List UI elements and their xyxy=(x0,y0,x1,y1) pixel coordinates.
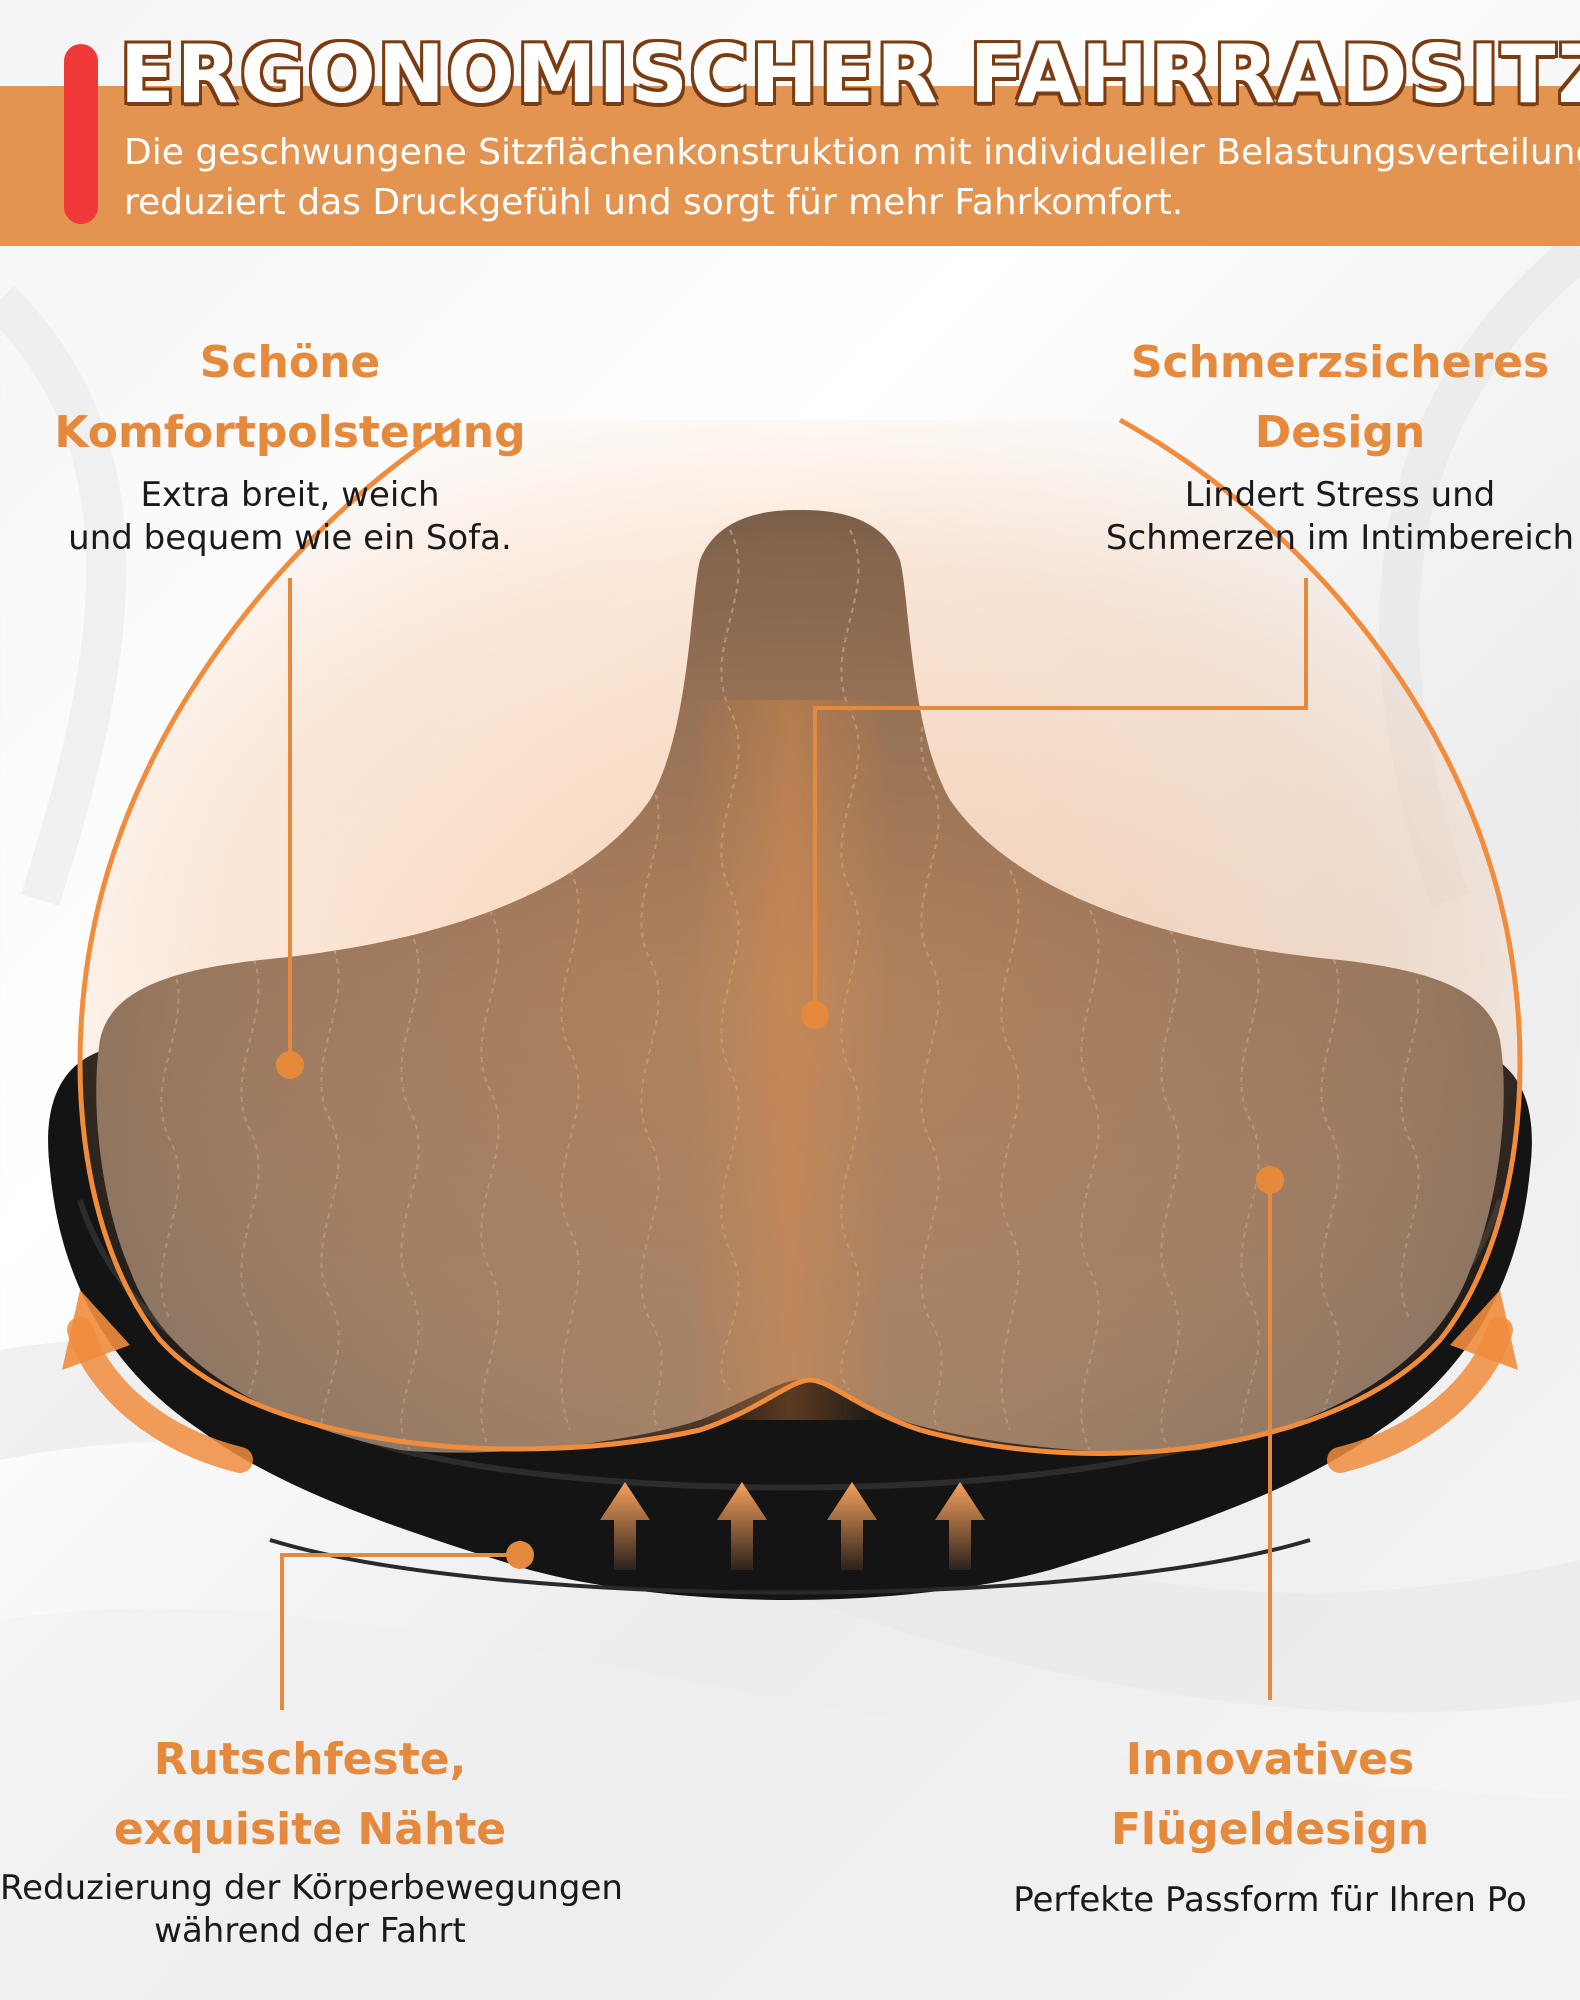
header-band xyxy=(0,86,1580,246)
page-title: ERGONOMISCHER FAHRRADSITZ xyxy=(120,28,1580,121)
feature-heading-line: Design xyxy=(1254,407,1426,458)
feature-heading-line: Schöne xyxy=(199,337,381,388)
feature-heading-line: Schmerzsicheres xyxy=(1130,337,1550,388)
feature-heading-line: Flügeldesign xyxy=(1110,1804,1430,1855)
feature-text-line: Perfekte Passform für Ihren Po xyxy=(1013,1880,1527,1920)
feature-non-slip-seams: Rutschfeste, exquisite Nähte Reduzierung… xyxy=(0,1725,623,1953)
feature-heading-line: exquisite Nähte xyxy=(113,1804,507,1855)
feature-description: Lindert Stress und Schmerzen im Intimber… xyxy=(1080,474,1580,560)
feature-description: Reduzierung der Körperbewegungen während… xyxy=(0,1867,623,1953)
page-subtitle: Die geschwungene Sitzflächenkonstruktion… xyxy=(124,128,1580,228)
feature-heading: Schöne Komfortpolsterung xyxy=(30,328,550,468)
feature-text-line: Reduzierung der Körperbewegungen xyxy=(0,1868,623,1908)
feature-heading: Schmerzsicheres Design xyxy=(1080,328,1580,468)
feature-text-line: Schmerzen im Intimbereich xyxy=(1105,518,1575,558)
feature-text-line: Lindert Stress und xyxy=(1184,475,1496,515)
feature-heading-line: Komfortpolsterung xyxy=(54,407,526,458)
feature-pain-free-design: Schmerzsicheres Design Lindert Stress un… xyxy=(1080,328,1580,560)
feature-heading: Innovatives Flügeldesign xyxy=(960,1725,1580,1865)
feature-heading-line: Innovatives xyxy=(1125,1734,1415,1785)
feature-description: Extra breit, weich und bequem wie ein So… xyxy=(30,474,550,560)
feature-wing-design: Innovatives Flügeldesign Perfekte Passfo… xyxy=(960,1725,1580,1922)
feature-description: Perfekte Passform für Ihren Po xyxy=(960,1879,1580,1922)
feature-heading: Rutschfeste, exquisite Nähte xyxy=(0,1725,620,1865)
feature-text-line: und bequem wie ein Sofa. xyxy=(68,518,512,558)
pressure-arrows xyxy=(600,1482,985,1570)
subtitle-line: reduziert das Druckgefühl und sorgt für … xyxy=(124,182,1184,223)
subtitle-line: Die geschwungene Sitzflächenkonstruktion… xyxy=(124,132,1580,173)
feature-text-line: während der Fahrt xyxy=(154,1911,466,1951)
feature-text-line: Extra breit, weich xyxy=(140,475,440,515)
feature-heading-line: Rutschfeste, xyxy=(153,1734,467,1785)
feature-comfort-padding: Schöne Komfortpolsterung Extra breit, we… xyxy=(30,328,550,560)
header-accent-bar xyxy=(64,44,98,224)
